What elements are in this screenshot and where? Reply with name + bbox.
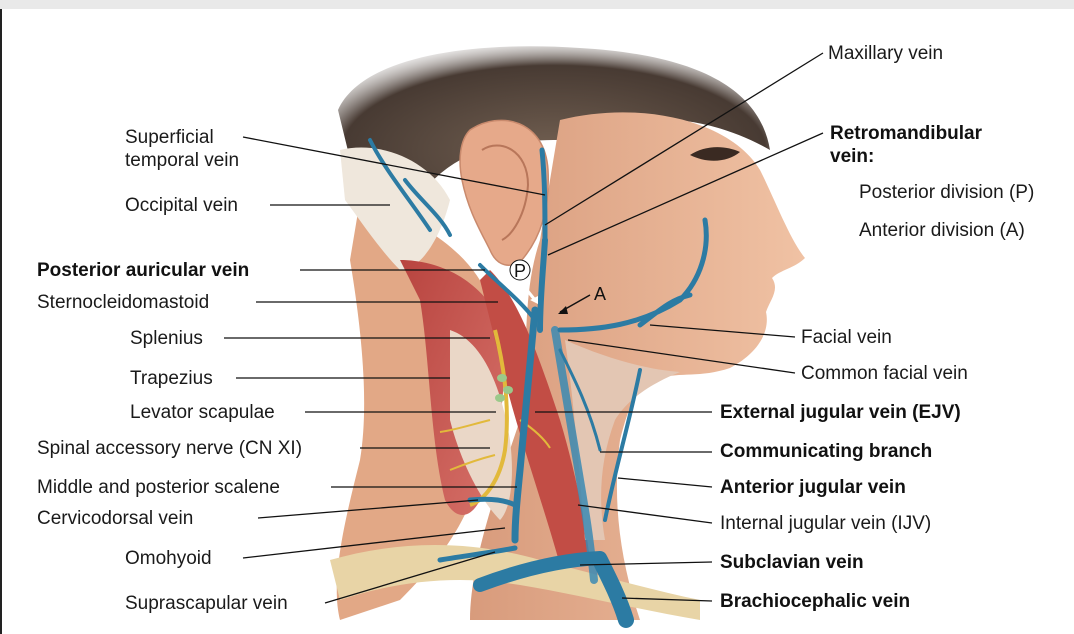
lymph-node — [495, 394, 505, 402]
hair — [338, 46, 770, 220]
p-marker — [509, 259, 531, 281]
ear-inner — [481, 144, 530, 241]
occipital-vein — [368, 138, 452, 237]
label-middle-posterior-scalene: Middle and posterior scalene — [37, 477, 280, 498]
label-retromandibular-vein: Retromandibular vein: — [830, 123, 983, 167]
a-marker-label: A — [594, 284, 606, 304]
sternocleidomastoid — [480, 270, 590, 565]
label-maxillary-vein: Maxillary vein — [828, 43, 944, 64]
retromandibular-vein — [537, 237, 548, 333]
subclavian-vein — [473, 551, 607, 592]
label-splenius: Splenius — [130, 328, 203, 349]
posterior-triangle — [450, 330, 512, 520]
left-border — [0, 9, 2, 634]
label-common-facial-vein: Common facial vein — [801, 363, 968, 384]
label-communicating-branch: Communicating branch — [720, 441, 933, 462]
suprascapular-vein — [437, 545, 518, 563]
p-marker-label: P — [514, 261, 526, 281]
anterior-jugular-vein — [603, 368, 642, 522]
label-subclavian-vein: Subclavian vein — [720, 552, 864, 573]
label-brachiocephalic-vein: Brachiocephalic vein — [720, 591, 911, 612]
top-bar — [0, 0, 1074, 9]
lymph-node — [497, 374, 507, 382]
communicating-branch — [558, 348, 602, 452]
p-arrow — [520, 283, 537, 301]
external-jugular-vein — [511, 306, 539, 544]
label-anterior-division: Anterior division (A) — [859, 220, 1025, 241]
label-cervicodorsal-vein: Cervicodorsal vein — [37, 508, 194, 529]
label-internal-jugular-vein: Internal jugular vein (IJV) — [720, 513, 932, 534]
label-superficial-temporal-vein: Superficial temporal vein — [125, 126, 239, 172]
strap-muscles — [565, 340, 680, 540]
label-omohyoid: Omohyoid — [125, 548, 212, 569]
spinal-accessory-nerve — [469, 329, 509, 507]
posterior-auricular-vein — [478, 263, 537, 322]
label-occipital-vein: Occipital vein — [125, 195, 238, 216]
label-suprascapular-vein: Suprascapular vein — [125, 593, 288, 614]
label-facial-vein: Facial vein — [801, 327, 892, 348]
label-levator-scapulae: Levator scapulae — [130, 402, 275, 423]
label-sternocleidomastoid: Sternocleidomastoid — [37, 292, 210, 313]
label-trapezius: Trapezius — [130, 368, 213, 389]
label-line: Superficial temporal vein — [125, 127, 240, 171]
label-posterior-division: Posterior division (P) — [859, 182, 1035, 203]
label-external-jugular-vein: External jugular vein (EJV) — [720, 402, 961, 423]
occipital-region — [340, 147, 450, 270]
lymph-node — [503, 386, 513, 394]
label-posterior-auricular-vein: Posterior auricular vein — [37, 260, 250, 281]
brachiocephalic-vein — [592, 552, 634, 628]
clavicle — [330, 545, 700, 620]
label-spinal-accessory-nerve: Spinal accessory nerve (CN XI) — [37, 438, 303, 459]
eye — [690, 147, 740, 161]
label-anterior-jugular-vein: Anterior jugular vein — [720, 477, 906, 498]
facial-vein — [557, 217, 709, 333]
